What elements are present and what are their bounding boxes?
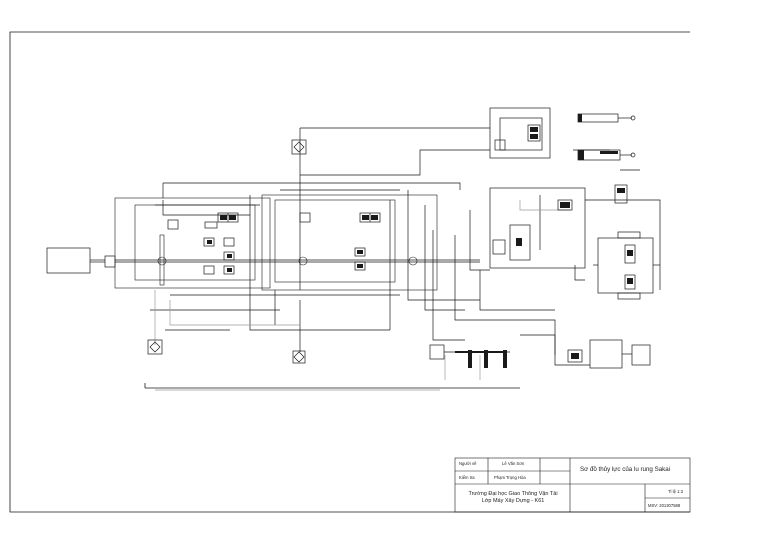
filter-left <box>147 339 163 355</box>
drawing-title: Sơ đồ thủy lực của lu rung Sakai <box>580 466 671 473</box>
travel-motor-fills <box>516 188 625 246</box>
vibration-drum <box>593 231 660 300</box>
valve-fills-left <box>207 215 236 272</box>
lift-cylinder <box>567 339 651 369</box>
cylinder-fills <box>578 114 618 160</box>
pump-group-middle <box>261 194 438 291</box>
steering-cylinder-top <box>577 113 636 123</box>
directional-valve-left <box>167 212 239 275</box>
checked-by-name: Phạm Trọng Hòa <box>494 475 526 480</box>
pump-group-left <box>114 197 271 289</box>
brake-valve-fills <box>455 350 507 368</box>
engine-block <box>46 247 480 274</box>
hydraulic-lines <box>150 127 661 366</box>
steering-valve-block <box>489 107 551 159</box>
tank-line <box>144 383 520 389</box>
directional-valve-middle <box>299 212 381 271</box>
drain-lines <box>154 200 570 380</box>
student-id: MSV: 201307588 <box>648 503 681 508</box>
scale-label: Tỉ lệ 1:3 <box>668 489 683 494</box>
drawn-by-name: Lê Văn Sơn <box>502 461 525 466</box>
checked-by-label: Kiểm tra <box>459 475 475 480</box>
drum-fills <box>627 250 633 284</box>
lift-cylinder-fills <box>571 353 579 359</box>
valve-fills-middle <box>357 215 378 268</box>
steering-valve-fills <box>530 127 538 139</box>
travel-motor-block <box>489 184 628 269</box>
filter-middle <box>292 350 306 364</box>
school-line-1: Trường Đại học Giao Thông Vận Tải <box>468 491 558 497</box>
filter-top <box>291 139 307 155</box>
drawing-frame <box>9 31 690 513</box>
title-block-frame <box>454 457 691 513</box>
school-line-2: Lớp Máy Xây Dựng - K61 <box>481 498 545 504</box>
drawn-by-label: Người vẽ <box>459 461 477 466</box>
